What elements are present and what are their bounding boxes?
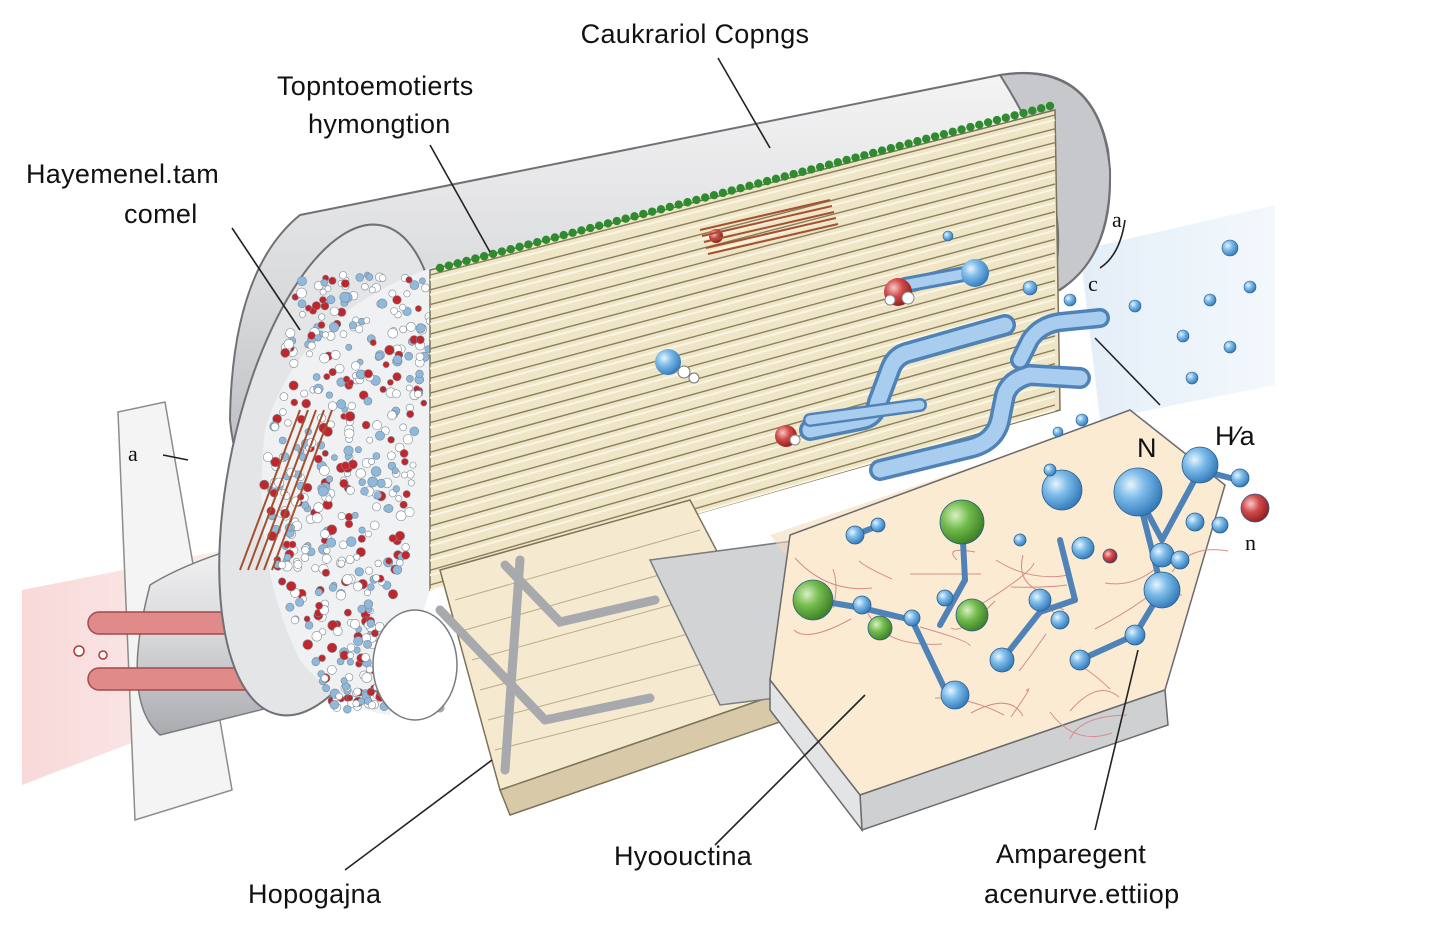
bottom-center-label: Hyoouctina bbox=[614, 841, 753, 871]
small-a-right: a bbox=[1112, 207, 1123, 232]
right-h-label: H⁄a bbox=[1215, 421, 1255, 451]
heating-coils bbox=[239, 199, 839, 571]
outlet-particles bbox=[942, 230, 1257, 438]
molecule-network bbox=[792, 446, 1270, 710]
catalytic-coating-dots bbox=[435, 101, 1055, 273]
small-a-left: a bbox=[128, 441, 139, 466]
outlet-pipes bbox=[799, 264, 1110, 481]
fin-atom-clusters bbox=[655, 229, 989, 447]
leader-lines bbox=[162, 57, 1161, 871]
left-label-line2: comel bbox=[124, 199, 198, 229]
small-c-right: c bbox=[1088, 271, 1099, 296]
top-left-label-line1: Topntoemotierts bbox=[277, 71, 474, 101]
top-center-label: Caukrariol Copngs bbox=[580, 19, 810, 49]
small-n-right: n bbox=[1245, 530, 1257, 555]
front-tube-opening bbox=[372, 609, 458, 721]
right-n-label: N bbox=[1137, 433, 1157, 463]
left-label-line1: Hayemenel.tam bbox=[26, 159, 219, 189]
bottom-left-label: Hopogajna bbox=[248, 879, 382, 909]
top-left-label-line2: hymongtion bbox=[308, 109, 451, 139]
outlet-flow-band bbox=[1080, 205, 1275, 420]
bottom-right-label-line2: acenurve.ettiiop bbox=[984, 879, 1180, 909]
bottom-right-label-line1: Amparegent bbox=[996, 839, 1147, 869]
reaction-box-side bbox=[769, 677, 863, 833]
